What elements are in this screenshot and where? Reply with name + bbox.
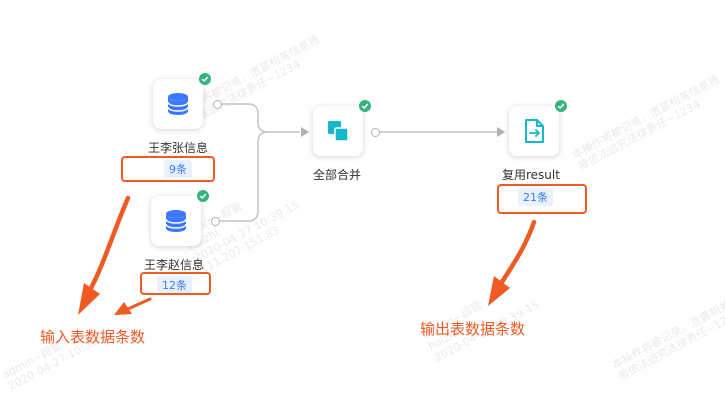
annotation-arrowhead (78, 283, 100, 315)
edge-input1-merge (221, 103, 300, 133)
database-icon (165, 210, 187, 232)
node-output-port[interactable] (211, 217, 220, 226)
node-merge[interactable] (313, 100, 371, 156)
annotation-highlight-box (121, 156, 215, 182)
node-input-2[interactable] (151, 190, 209, 246)
database-icon (167, 93, 189, 115)
node-output[interactable] (509, 100, 567, 156)
annotation-highlight-box (140, 272, 211, 295)
row-count-badge: 12条 (157, 276, 192, 294)
node-output-port[interactable] (213, 100, 222, 109)
node-label: 王李赵信息 (144, 258, 205, 272)
annotation-output-caption: 输出表数据条数 (420, 320, 526, 338)
status-success-icon (197, 190, 209, 202)
status-success-icon (555, 100, 567, 112)
node-label: 全部合并 (313, 168, 362, 182)
annotation-highlight-box (497, 184, 587, 214)
annotation-arrowhead (114, 302, 132, 315)
annotation-arrowhead (488, 276, 510, 306)
status-success-icon (359, 100, 371, 112)
edge-input2-merge (219, 131, 269, 222)
edge-arrowhead (497, 127, 505, 137)
file-export-icon (525, 119, 544, 143)
row-count-badge: 9条 (164, 160, 192, 178)
annotation-arrow-input (87, 195, 131, 293)
node-label: 复用result (502, 168, 560, 182)
node-output-port[interactable] (371, 128, 380, 137)
annotation-arrow-input-small (126, 297, 152, 311)
node-input-1[interactable] (153, 73, 211, 129)
status-success-icon (199, 73, 211, 85)
edge-arrowhead (301, 127, 309, 137)
annotation-arrow-output (499, 219, 537, 285)
merge-icon (328, 121, 349, 142)
row-count-badge: 21条 (518, 188, 553, 206)
node-label: 王李张信息 (148, 141, 209, 155)
annotation-input-caption: 输入表数据条数 (40, 328, 146, 346)
